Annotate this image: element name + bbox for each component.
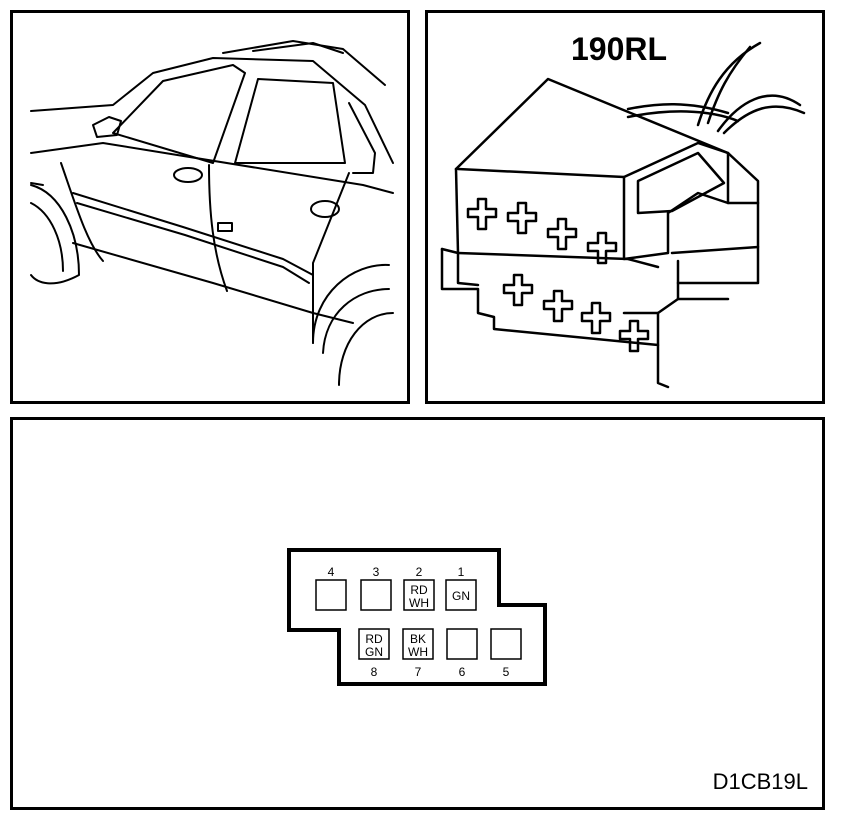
wire-code-bottom: WH <box>408 645 428 659</box>
pin-top-4: 4 <box>315 565 347 611</box>
pin-number: 2 <box>416 565 423 579</box>
pin-cavity <box>315 579 347 611</box>
terminal-cross-group <box>466 197 650 353</box>
pin-number: 8 <box>371 665 378 679</box>
pin-number: 3 <box>373 565 380 579</box>
connector-label: 190RL <box>571 31 668 67</box>
car-rear-door-illustration <box>30 40 394 386</box>
pin-bottom-8: RD GN 8 <box>358 628 390 679</box>
pin-bottom-5: 5 <box>490 628 522 679</box>
pin-cavity <box>402 628 434 660</box>
wire-code-top: RD <box>365 632 383 646</box>
connector-pinout-panel: 4 3 2 RD WH 1 GN RD GN 8 <box>10 417 825 810</box>
connector-illustration-panel: 190RL <box>425 10 825 404</box>
pin-number: 4 <box>328 565 335 579</box>
wire-code-top: GN <box>452 589 470 603</box>
pin-cavity <box>490 628 522 660</box>
pin-top-2: 2 RD WH <box>403 565 435 611</box>
wire-code-bottom: GN <box>365 645 383 659</box>
wire-code-top: RD <box>410 583 428 597</box>
wire-code-bottom: WH <box>409 596 429 610</box>
diagram-code: D1CB19L <box>712 769 808 794</box>
pin-cavity <box>358 628 390 660</box>
pin-bottom-6: 6 <box>446 628 478 679</box>
pin-number: 7 <box>415 665 422 679</box>
connector-drawing <box>440 41 806 389</box>
pin-top-3: 3 <box>360 565 392 611</box>
pin-cavity <box>360 579 392 611</box>
pin-number: 5 <box>503 665 510 679</box>
pin-top-1: 1 GN <box>445 565 477 611</box>
pin-cavity <box>403 579 435 611</box>
connector-face-outline <box>287 548 547 686</box>
pin-number: 6 <box>459 665 466 679</box>
wire-code-top: BK <box>410 632 426 646</box>
pin-cavity <box>445 579 477 611</box>
vehicle-location-panel <box>10 10 410 404</box>
pin-cavity <box>446 628 478 660</box>
pin-number: 1 <box>458 565 465 579</box>
pin-bottom-7: BK WH 7 <box>402 628 434 679</box>
pinout-face-view: 4 3 2 RD WH 1 GN RD GN 8 <box>287 548 547 686</box>
